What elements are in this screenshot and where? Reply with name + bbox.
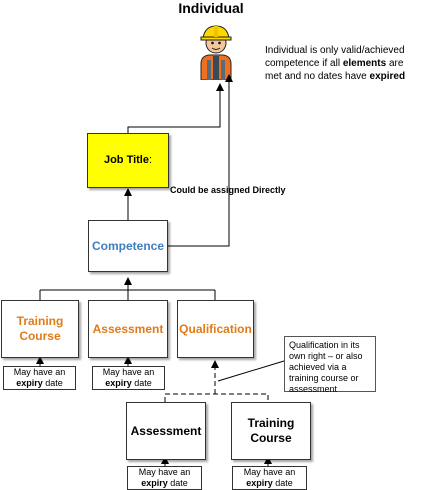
direct-assign-label: Could be assigned Directly	[170, 185, 286, 195]
competence-box: Competence	[88, 220, 168, 272]
expiry-bold: expiry	[105, 378, 132, 388]
expiry-note-sub-assessment: May have an expiry date	[127, 466, 202, 490]
expiry-rest: date	[167, 478, 188, 488]
expiry-line1: May have an	[138, 467, 191, 477]
job-title-suffix: :	[148, 154, 153, 166]
sub-assessment-box: Assessment	[126, 402, 206, 460]
expiry-rest: date	[42, 378, 63, 388]
note-bold-expired: expired	[369, 71, 406, 82]
qualification-callout: Qualification in its own right – or also…	[284, 336, 376, 394]
training-course-label-2: Course	[19, 329, 61, 343]
note-text-2: are met and no dates have	[265, 58, 404, 82]
job-title-label: Job Title	[103, 154, 149, 166]
sub-training-label-1: Training	[247, 416, 295, 430]
expiry-note-training: May have an expiry date	[3, 366, 76, 390]
sub-training-label-2: Course	[250, 431, 292, 445]
expiry-bold: expiry	[246, 478, 273, 488]
job-title-box: Job Title:	[87, 133, 169, 188]
diagram-title: Individual	[178, 0, 244, 16]
note-text-1: Individual is only valid/achieved compet…	[265, 45, 405, 69]
expiry-rest: date	[131, 378, 152, 388]
expiry-note-sub-training: May have an expiry date	[232, 466, 307, 490]
construction-worker-icon	[200, 25, 232, 80]
qualification-box: Qualification	[177, 300, 254, 358]
expiry-line1: May have an	[243, 467, 296, 477]
validity-note: Individual is only valid/achieved compet…	[265, 44, 421, 83]
note-bold-elements: elements	[342, 58, 387, 69]
expiry-line1: May have an	[13, 367, 66, 377]
expiry-line1: May have an	[102, 367, 155, 377]
sub-assessment-label: Assessment	[130, 423, 202, 438]
expiry-bold: expiry	[16, 378, 43, 388]
assessment-box: Assessment	[88, 300, 168, 358]
expiry-note-assessment: May have an expiry date	[92, 366, 165, 390]
assessment-label: Assessment	[92, 321, 164, 336]
qualification-label: Qualification	[179, 321, 252, 336]
competence-label: Competence	[91, 239, 165, 253]
training-course-label-1: Training	[16, 314, 64, 328]
expiry-bold: expiry	[141, 478, 168, 488]
expiry-rest: date	[272, 478, 293, 488]
